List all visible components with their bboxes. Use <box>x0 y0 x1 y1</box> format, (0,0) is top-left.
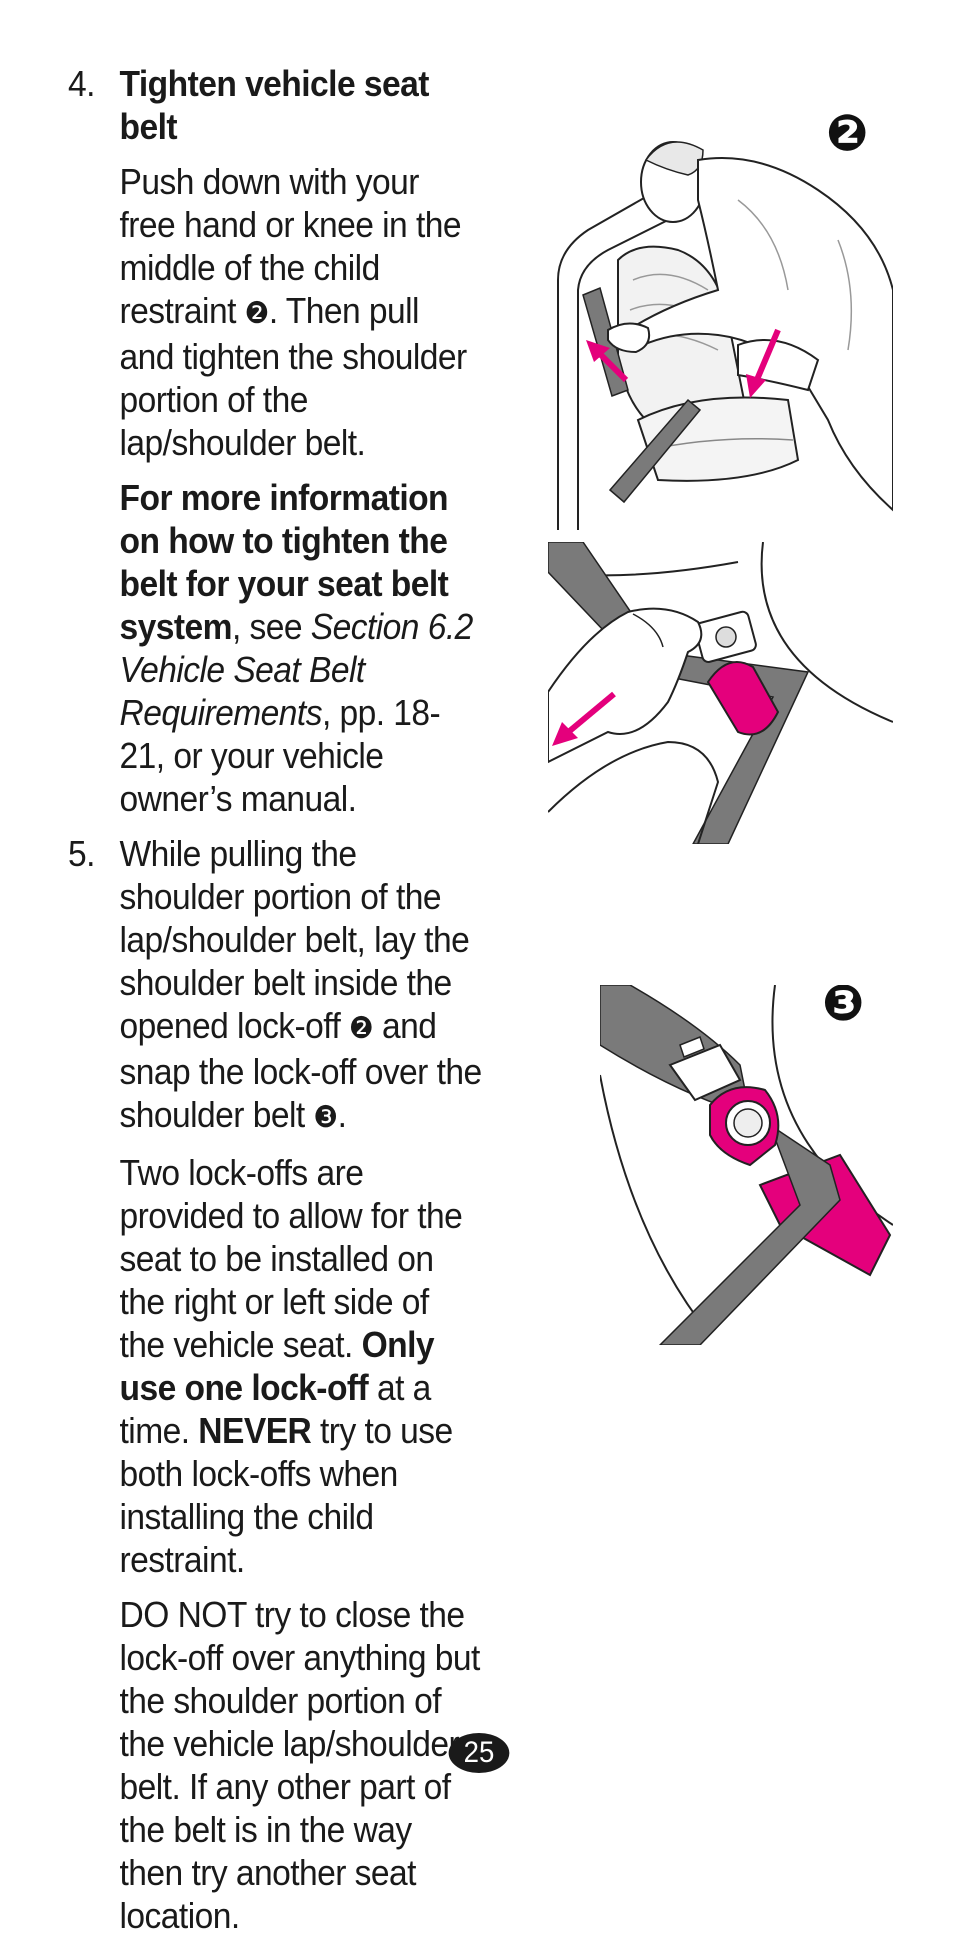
step-5: 5. While pulling the shoulder portion of… <box>68 832 482 1937</box>
shoulder-belt <box>658 1123 841 1345</box>
step-title: Tighten vehicle seat belt <box>119 63 430 147</box>
figure-3-lockoff-closed: ❸ <box>600 985 893 1345</box>
figure-3-badge: ❸ <box>822 985 864 1032</box>
instructions-column: 4. Tighten vehicle seat belt Push down w… <box>68 62 482 1949</box>
pull-arrow-icon <box>552 691 616 746</box>
step-number: 4. <box>68 63 95 104</box>
figure-3-reference: ❸ <box>313 1101 338 1134</box>
figure-2-reference: ❷ <box>244 297 270 330</box>
figure-2-lockoff-closeup <box>548 542 893 844</box>
step-4-paragraph-2: For more information on how to tighten t… <box>119 477 474 819</box>
figure-2-reference: ❷ <box>349 1012 374 1045</box>
step-5-paragraph-3: DO NOT try to close the lock-off over an… <box>119 1594 481 1936</box>
pull-arrow-icon <box>586 340 629 383</box>
shoulder-belt <box>548 542 810 844</box>
page-number: 25 <box>448 1733 510 1773</box>
lap-belt <box>608 398 702 504</box>
figure-2-install-illustration: ❷ <box>557 104 893 530</box>
push-down-arrow-icon <box>746 328 781 398</box>
section-reference: Section 6.2 Vehicle Seat Belt Requiremen… <box>119 606 474 733</box>
step-5-paragraph-2: Two lock-offs are provided to allow for … <box>119 1152 463 1580</box>
lock-off-clip <box>709 1086 780 1167</box>
step-5-paragraph-1: While pulling the shoulder portion of th… <box>119 833 483 1135</box>
lock-off-clip <box>706 661 780 736</box>
step-4: 4. Tighten vehicle seat belt Push down w… <box>68 62 482 820</box>
step-number: 5. <box>68 833 95 874</box>
figure-2-badge: ❷ <box>826 104 868 162</box>
step-4-paragraph-1: Push down with your free hand or knee in… <box>119 161 468 463</box>
